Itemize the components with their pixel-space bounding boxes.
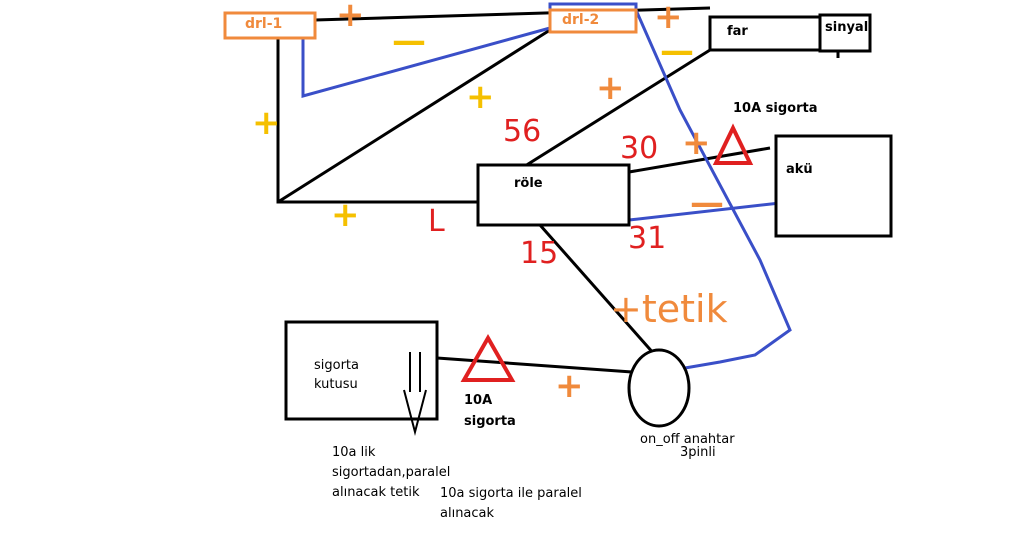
pin-31-label: 31: [628, 221, 667, 256]
plus-sign-drl2-top: +: [654, 0, 683, 37]
wire-diagonal-drl2: [277, 28, 551, 204]
tetik-label: +tetik: [610, 287, 728, 331]
plus-sign-bottom: +: [331, 195, 360, 235]
positive-wires: [276, 6, 840, 374]
role-box: [476, 163, 631, 227]
sinyal-label: sinyal: [825, 20, 869, 35]
aku-box: [774, 134, 893, 238]
wire-drl1-top: [314, 6, 711, 22]
wire-31-aku: [628, 201, 781, 222]
pin-56-label: 56: [503, 114, 542, 149]
note-paralel-line2: alınacak: [440, 506, 495, 521]
plus-sign-30-wire: +: [682, 123, 711, 163]
drl2-label: drl-2: [562, 12, 600, 28]
fuse-bottom-icon: [460, 333, 516, 382]
note-tetik-line2: sigortadan,paralel: [332, 465, 451, 480]
plus-sign-diagonal: +: [466, 77, 495, 117]
wire-drl1-role-l: [276, 38, 484, 204]
fuse-top-label: 10A sigorta: [733, 101, 818, 116]
wire-drl1-drl2-neg: [301, 26, 551, 98]
plus-sign-drl1-top: +: [336, 0, 365, 35]
sigorta-kutusu-box: [284, 320, 439, 421]
aku-label: akü: [786, 162, 813, 177]
note-paralel-line1: 10a sigorta ile paralel: [440, 486, 582, 501]
switch-circle: [627, 348, 691, 428]
note-tetik-line1: 10a lik: [332, 445, 376, 460]
pin-l-label: L: [428, 204, 445, 239]
note-tetik: 10a lik sigortadan,paralel alınacak teti…: [332, 443, 450, 503]
wire-drl2-switch-neg: [634, 9, 792, 370]
fusebox-label-line2: kutusu: [314, 377, 358, 392]
note-tetik-line3: alınacak tetik: [332, 485, 420, 500]
drl2-box: [548, 8, 638, 34]
sinyal-box: [818, 13, 872, 53]
wire-56-far: [524, 48, 711, 168]
fuse-bottom-label-line1: 10A: [464, 393, 493, 408]
wire-drl2-top-neg: [548, 2, 638, 10]
negative-wires: [301, 2, 792, 370]
plus-sign-56-wire: +: [596, 68, 625, 108]
fuse-top-icon: [712, 123, 754, 165]
pin-15-label: 15: [520, 236, 559, 271]
drl1-box: [223, 11, 317, 40]
plus-sign-drl1: +: [252, 103, 281, 143]
role-label: röle: [514, 176, 543, 191]
note-paralel: 10a sigorta ile paralel alınacak: [440, 484, 582, 524]
plus-sign-fusebox-wire: +: [555, 366, 584, 406]
down-arrow-icon: [403, 352, 427, 436]
minus-sign-yellow-left: —: [392, 21, 426, 61]
minus-sign-yellow-right: —: [660, 31, 694, 71]
minus-sign-31-wire: —: [690, 183, 724, 223]
wire-fusebox-switch: [436, 356, 633, 374]
wire-15-switch: [538, 224, 657, 356]
drl1-label: drl-1: [245, 16, 283, 32]
fuse-bottom-label-line2: sigorta: [464, 414, 516, 429]
fusebox-label-line1: sigorta: [314, 358, 359, 373]
switch-label-line1: on_off anahtar: [640, 432, 735, 447]
switch-label-line2: 3pinli: [680, 445, 716, 460]
far-label: far: [727, 24, 748, 39]
pin-30-label: 30: [620, 131, 659, 166]
